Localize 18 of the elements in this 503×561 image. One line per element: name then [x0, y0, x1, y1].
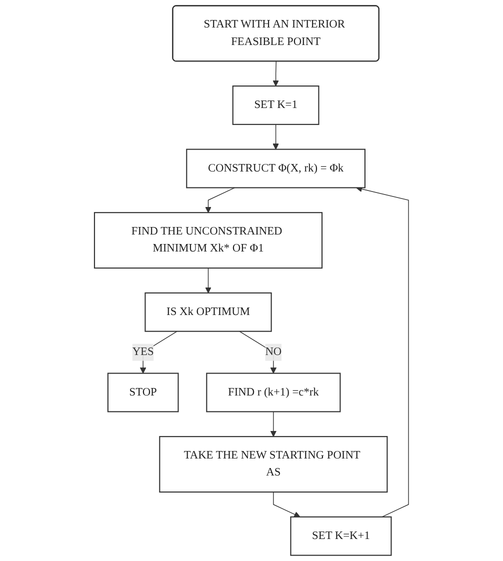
arrow	[270, 411, 277, 437]
arrow	[272, 124, 279, 150]
node-box: FIND THE UNCONSTRAINED MINIMUM Xk* OF Φ1	[94, 212, 323, 269]
node-box: SET K=K+1	[290, 516, 392, 556]
node-box: SET K=1	[232, 86, 320, 125]
node-box: TAKE THE NEW STARTING POINT AS	[159, 436, 388, 493]
arrow	[356, 186, 409, 518]
arrow	[272, 61, 279, 86]
node-box: CONSTRUCT Φ(X, rk) = Φk	[186, 148, 366, 188]
node-box: FIND r (k+1) =c*rk	[206, 372, 341, 412]
node-box: IS Xk OPTIMUM	[144, 292, 272, 332]
arrow	[140, 330, 178, 374]
edge-label: NO	[265, 346, 282, 358]
node-box: STOP	[107, 372, 179, 412]
arrow	[205, 187, 236, 213]
edge-label: YES	[132, 346, 154, 358]
arrow	[205, 268, 212, 294]
arrow	[273, 492, 300, 518]
